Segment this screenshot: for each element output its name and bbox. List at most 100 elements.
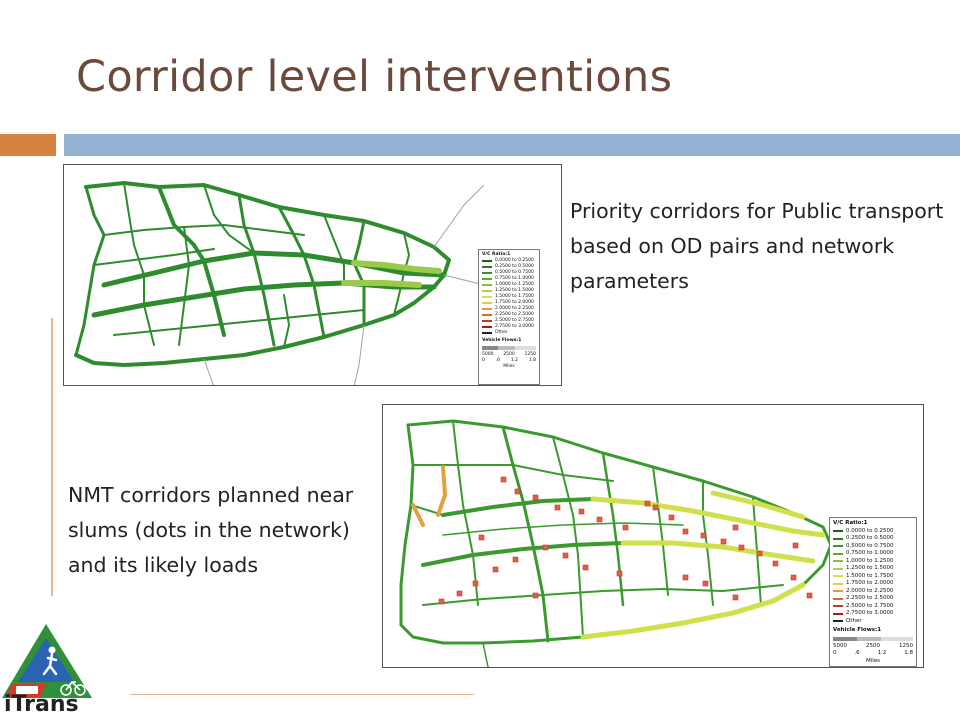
legend-swatch bbox=[833, 545, 843, 548]
legend-row: 2.2500 to 2.5000 bbox=[482, 312, 536, 318]
legend-label: 0.5000 to 0.7500 bbox=[846, 542, 894, 549]
legend-swatch bbox=[833, 605, 843, 608]
legend-swatch bbox=[482, 272, 492, 274]
legend-swatch bbox=[833, 575, 843, 578]
legend-label: 1.0000 to 1.2500 bbox=[846, 557, 894, 564]
left-divider-line bbox=[51, 318, 53, 596]
legend-label: 0.7500 to 1.0000 bbox=[846, 550, 894, 556]
legend-flow-bar-2 bbox=[833, 636, 913, 641]
accent-bar-blue bbox=[64, 134, 960, 156]
legend-flows-title-2: Vehicle Flows:1 bbox=[833, 627, 882, 633]
slide-title: Corridor level interventions bbox=[76, 52, 673, 102]
legend-swatch bbox=[482, 308, 492, 310]
legend-label: Other bbox=[495, 330, 508, 335]
legend-row: 0.0000 to 0.2500 bbox=[482, 258, 536, 264]
caption-public-transport: Priority corridors for Public transport … bbox=[570, 199, 944, 293]
legend-scale-unit-2: Miles bbox=[865, 657, 881, 664]
legend-label: 1.2500 to 1.5000 bbox=[495, 288, 534, 293]
legend-swatch bbox=[833, 537, 843, 540]
legend-scale-values: 0 .6 1.2 1.8 bbox=[482, 358, 536, 363]
legend-label: 1.2500 to 1.5000 bbox=[846, 565, 894, 571]
legend-swatch bbox=[482, 302, 492, 304]
legend-row: 2.0000 to 2.2500 bbox=[833, 588, 913, 596]
legend-swatch bbox=[833, 530, 843, 533]
legend-row: 0.5000 to 0.7500 bbox=[482, 270, 536, 276]
legend-swatch bbox=[833, 620, 843, 623]
accent-bar-orange bbox=[0, 134, 56, 156]
legend-label: 0.7500 to 1.0000 bbox=[495, 276, 534, 281]
legend-row: 2.5000 to 2.7500 bbox=[482, 318, 536, 324]
legend-row: Other bbox=[482, 330, 536, 336]
legend-row: 0.2500 to 0.5000 bbox=[833, 535, 913, 543]
legend-swatch bbox=[833, 560, 843, 563]
legend-label: 1.7500 to 2.0000 bbox=[495, 300, 534, 305]
legend-label: 0.2500 to 0.5000 bbox=[495, 264, 534, 269]
legend-label: 0.2500 to 0.5000 bbox=[846, 535, 894, 541]
legend-swatch bbox=[482, 314, 492, 316]
legend-swatch bbox=[482, 260, 492, 262]
legend-row: 1.5000 to 1.7500 bbox=[833, 573, 913, 581]
legend-label: 2.7500 to 3.0000 bbox=[495, 324, 534, 329]
legend-swatch bbox=[482, 332, 492, 334]
legend-title: V/C Ratio:1 bbox=[482, 252, 511, 257]
legend-scale-unit: Miles bbox=[503, 364, 515, 369]
legend-label: Other bbox=[846, 617, 862, 624]
legend-flows-title: Vehicle Flows:1 bbox=[482, 338, 522, 343]
pt-corridor-network bbox=[74, 181, 515, 385]
legend-row: 1.0000 to 1.2500 bbox=[833, 558, 913, 566]
legend-label: 0.0000 to 0.2500 bbox=[495, 258, 534, 263]
legend-label: 2.0000 to 2.2500 bbox=[495, 306, 534, 311]
legend-label: 1.0000 to 1.2500 bbox=[495, 282, 534, 287]
legend-label: 0.5000 to 0.7500 bbox=[495, 270, 534, 275]
legend-swatch bbox=[482, 290, 492, 292]
legend-swatch bbox=[482, 284, 492, 286]
legend-swatch bbox=[833, 590, 843, 593]
legend-row: 2.7500 to 3.0000 bbox=[833, 610, 913, 618]
legend-label: 2.5000 to 2.7500 bbox=[846, 602, 894, 609]
legend-row: Other bbox=[833, 618, 913, 626]
legend-row: 1.2500 to 1.5000 bbox=[833, 565, 913, 573]
legend-row: 0.7500 to 1.0000 bbox=[482, 276, 536, 282]
legend-label: 2.7500 to 3.0000 bbox=[846, 610, 894, 616]
legend-row: 2.0000 to 2.2500 bbox=[482, 306, 536, 312]
legend-row: 2.2500 to 2.5000 bbox=[833, 595, 913, 603]
legend-row: 0.5000 to 0.7500 bbox=[833, 543, 913, 551]
legend-row: 0.7500 to 1.0000 bbox=[833, 550, 913, 558]
legend-row: 2.5000 to 2.7500 bbox=[833, 603, 913, 611]
legend-flow-values-2: 5000 2500 1250 bbox=[833, 642, 913, 649]
legend-row: 0.0000 to 0.2500 bbox=[833, 528, 913, 536]
legend-swatch bbox=[482, 296, 492, 298]
legend-row: 2.7500 to 3.0000 bbox=[482, 324, 536, 330]
legend-swatch bbox=[833, 597, 843, 600]
itrans-logo-icon bbox=[2, 624, 92, 698]
logo-text: iTrans bbox=[4, 692, 79, 717]
legend-row: 1.2500 to 1.5000 bbox=[482, 288, 536, 294]
legend-label: 2.5000 to 2.7500 bbox=[495, 318, 534, 323]
legend-swatch bbox=[833, 612, 843, 615]
legend-scale-values-2: 0 .6 1.2 1.8 bbox=[833, 650, 913, 656]
legend-label: 1.5000 to 1.7500 bbox=[846, 572, 894, 579]
legend-swatch bbox=[833, 567, 843, 570]
legend-label: 2.2500 to 2.5000 bbox=[846, 595, 894, 601]
legend-label: 1.5000 to 1.7500 bbox=[495, 294, 534, 299]
legend-swatch bbox=[482, 278, 492, 280]
legend-swatch bbox=[833, 552, 843, 555]
caption-nmt: NMT corridors planned near slums (dots i… bbox=[68, 483, 354, 577]
legend-flow-values: 5000 2500 1250 bbox=[482, 352, 536, 357]
legend-swatch bbox=[482, 266, 492, 268]
legend-row: 1.7500 to 2.0000 bbox=[482, 300, 536, 306]
legend-label: 2.2500 to 2.5000 bbox=[495, 312, 534, 317]
legend-swatch bbox=[482, 320, 492, 322]
legend-flow-bar bbox=[482, 346, 536, 350]
legend-label: 1.7500 to 2.0000 bbox=[846, 580, 894, 586]
legend-label: 0.0000 to 0.2500 bbox=[846, 527, 894, 534]
legend-row: 1.0000 to 1.2500 bbox=[482, 282, 536, 288]
legend-label: 2.0000 to 2.2500 bbox=[846, 587, 894, 594]
legend-swatch bbox=[482, 326, 492, 328]
legend-title-2: V/C Ratio:1 bbox=[833, 520, 868, 526]
bottom-divider-line bbox=[130, 694, 474, 695]
legend-row: 0.2500 to 0.5000 bbox=[482, 264, 536, 270]
